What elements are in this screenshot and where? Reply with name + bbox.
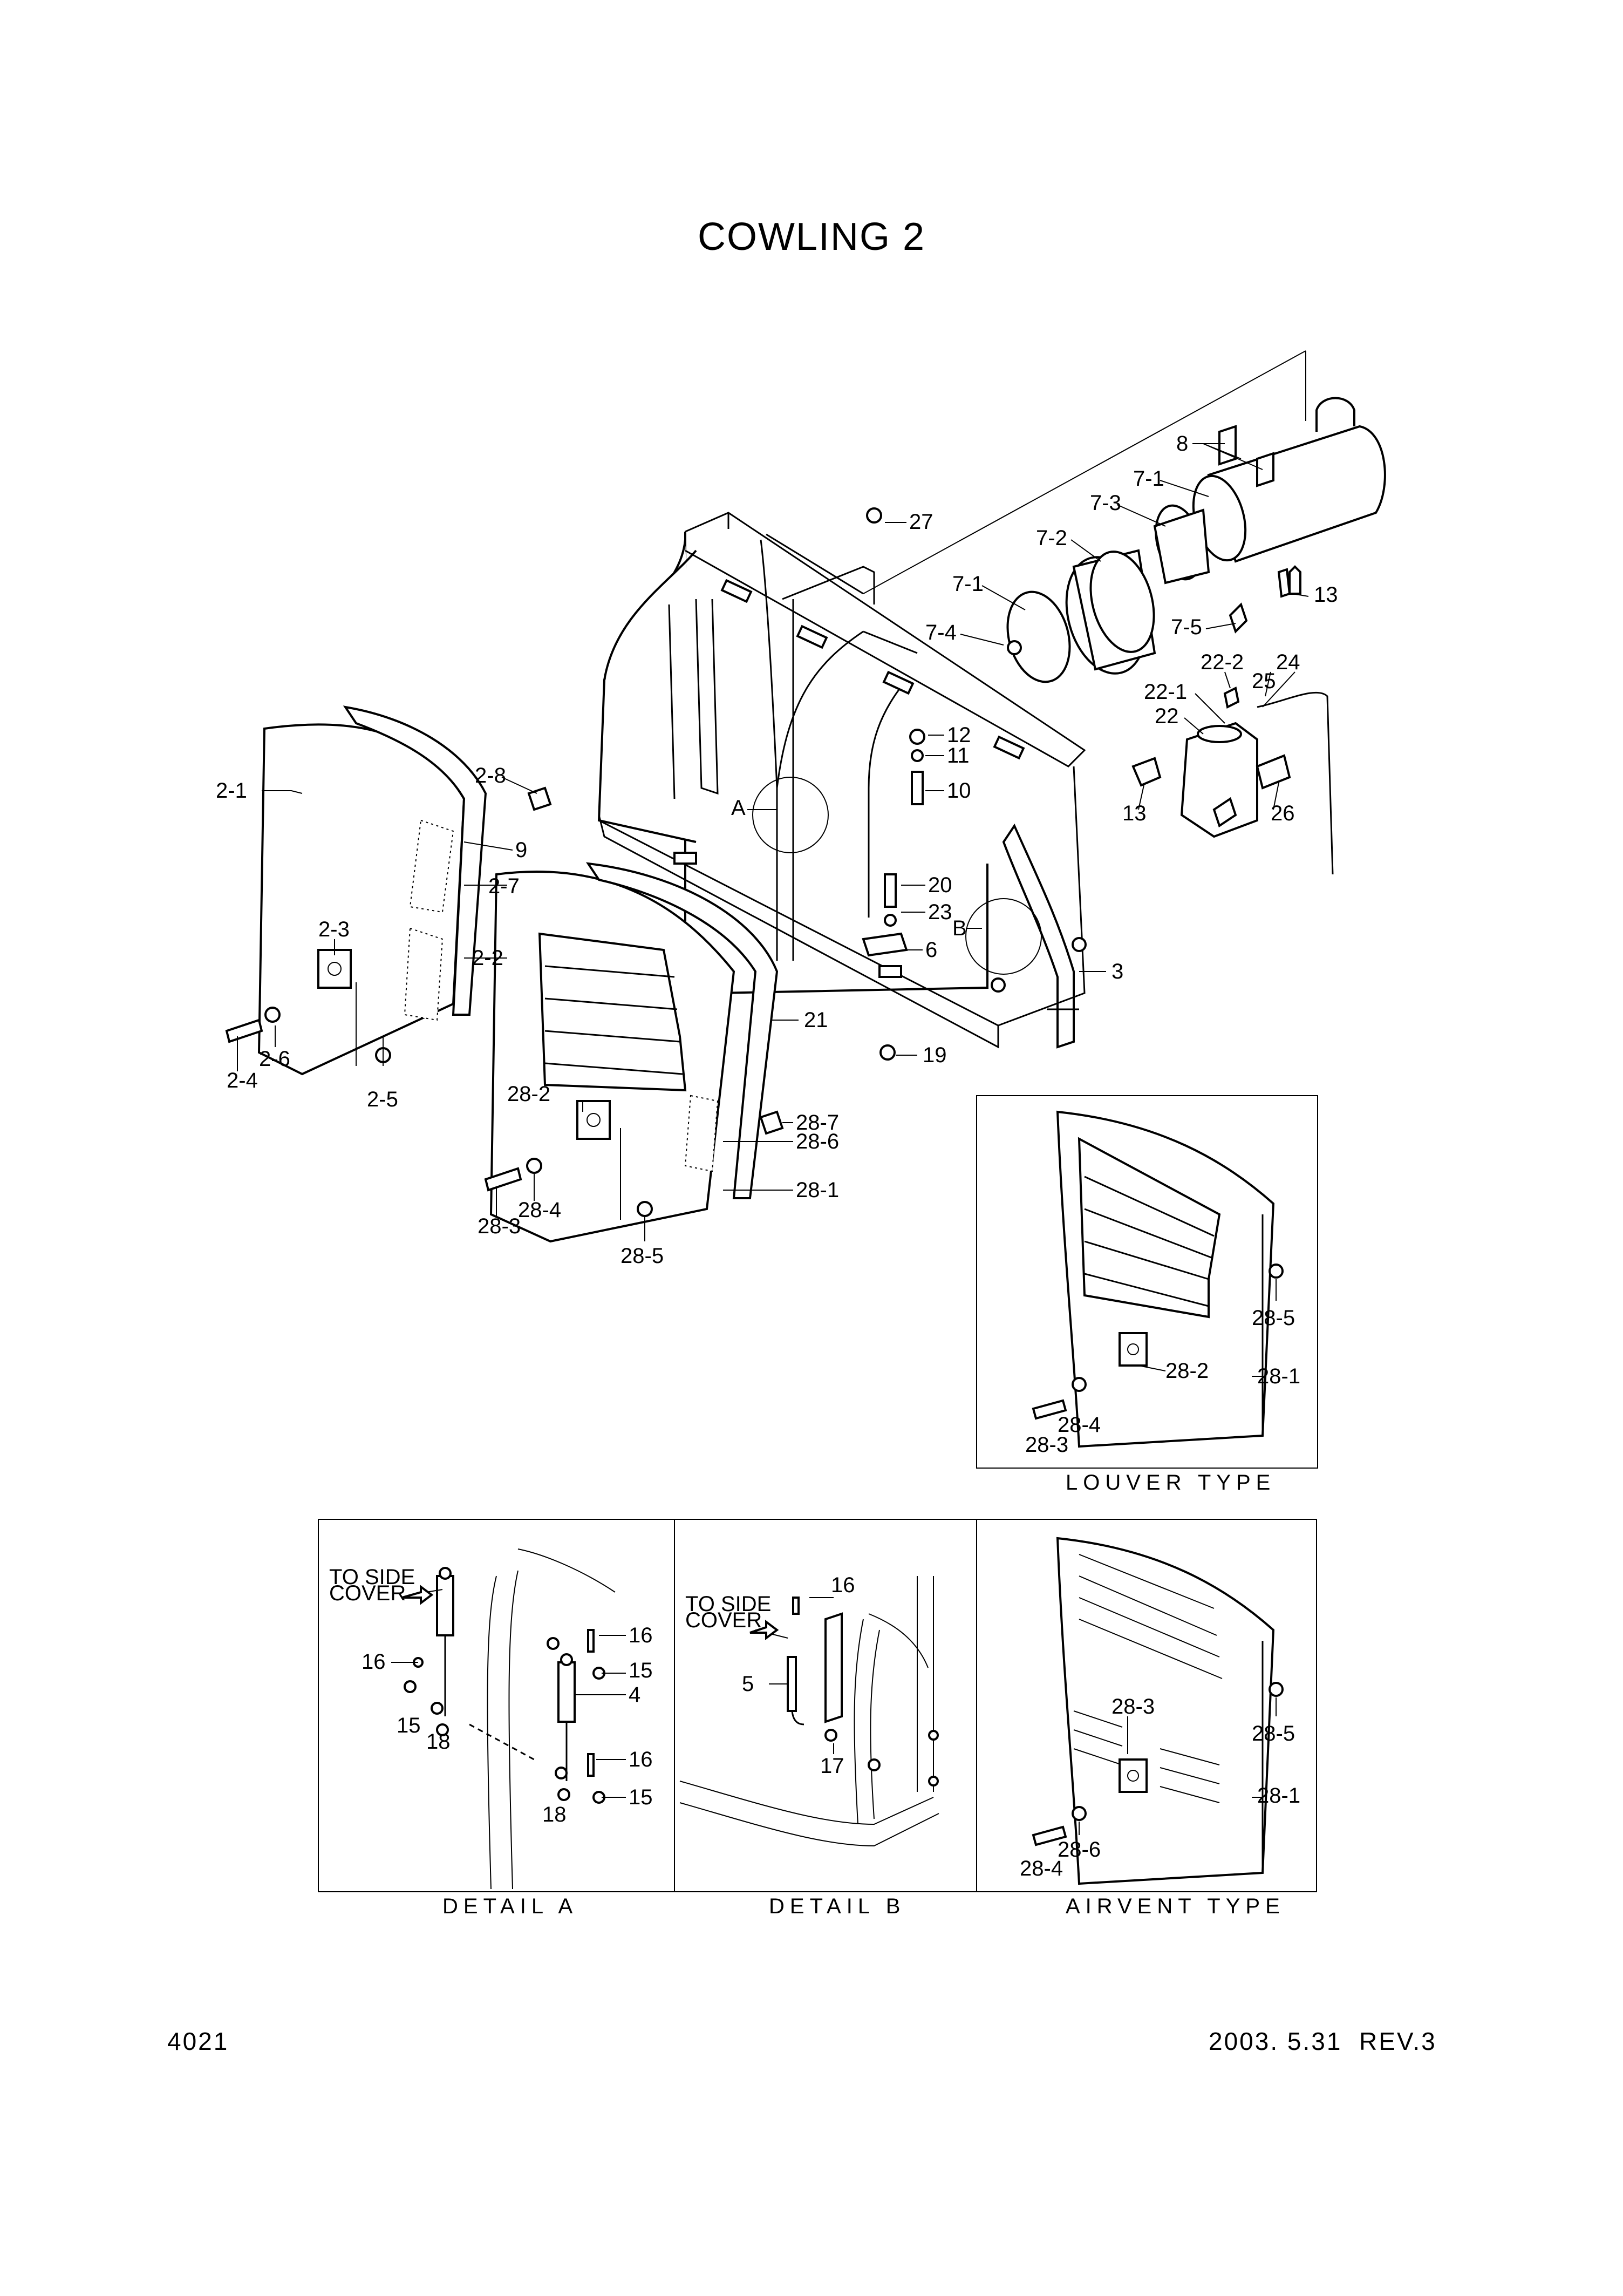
detail-a-callout-16-a: 16	[362, 1650, 386, 1674]
callout-21: 21	[804, 1008, 828, 1032]
detail-a-callout-18-b: 18	[542, 1803, 567, 1826]
revision-date: 2003. 5.31 REV.3	[1209, 2027, 1437, 2055]
detail-b-panel: TO SIDE COVER 16 5 17 DETAIL B	[679, 1573, 939, 1918]
callout-25: 25	[1252, 669, 1276, 693]
louver-callout-28-2: 28-2	[1165, 1359, 1209, 1383]
callout-2-7: 2-7	[488, 874, 520, 898]
callout-22: 22	[1155, 704, 1179, 728]
detail-a-caption: DETAIL A	[442, 1894, 578, 1918]
detail-a-to-side: TO SIDE	[329, 1565, 415, 1589]
leader-lines	[237, 443, 1309, 1241]
airvent-callout-28-4: 28-4	[1020, 1857, 1063, 1880]
airvent-callout-28-1: 28-1	[1257, 1784, 1300, 1808]
detail-a-callout-15-b: 15	[629, 1659, 653, 1682]
callout-B: B	[952, 916, 967, 940]
callout-28-4: 28-4	[518, 1198, 561, 1222]
detail-a-callout-18-a: 18	[426, 1730, 451, 1754]
detail-b-callout-16: 16	[831, 1573, 855, 1597]
air-cleaner-assembly	[863, 350, 1386, 683]
callout-28-3: 28-3	[478, 1214, 521, 1238]
detail-b-to-side: TO SIDE	[685, 1592, 771, 1616]
callout-7-5: 7-5	[1171, 615, 1202, 639]
detail-a-callout-16-b: 16	[629, 1623, 653, 1647]
callout-A: A	[731, 796, 746, 820]
main-callouts: 8 7-1 7-3 7-2 7-1 7-4 7-5 13 27 22-2 24 …	[216, 432, 1338, 1268]
detail-b-callout-5: 5	[742, 1672, 754, 1696]
callout-2-4: 2-4	[227, 1069, 258, 1092]
callout-2-3: 2-3	[318, 918, 350, 941]
louver-callout-28-1: 28-1	[1257, 1364, 1300, 1388]
callout-7-3: 7-3	[1090, 491, 1121, 515]
callout-22-1: 22-1	[1144, 680, 1187, 704]
detail-a-cover: COVER	[329, 1581, 406, 1605]
callout-6: 6	[925, 938, 937, 962]
callout-13-a: 13	[1314, 583, 1338, 607]
detail-a-callout-15-a: 15	[397, 1714, 421, 1737]
airvent-callout-28-3: 28-3	[1111, 1695, 1155, 1718]
page-number: 4021	[167, 2027, 229, 2055]
callout-10: 10	[947, 779, 971, 803]
airvent-callout-28-5: 28-5	[1252, 1722, 1295, 1745]
detail-a-panel: TO SIDE COVER 16 15 18 16 15 4 16 15 18 …	[329, 1548, 653, 1918]
airvent-callout-28-6: 28-6	[1058, 1838, 1101, 1862]
callout-7-1-b: 7-1	[952, 572, 984, 596]
detail-a-callout-15-c: 15	[629, 1785, 653, 1809]
detail-b-caption: DETAIL B	[769, 1894, 905, 1918]
callout-24: 24	[1276, 650, 1300, 674]
callout-22-2: 22-2	[1201, 650, 1244, 674]
callout-7-1-a: 7-1	[1133, 467, 1164, 491]
callout-12: 12	[947, 723, 971, 747]
detail-b-cover: COVER	[685, 1608, 762, 1632]
airvent-slots-lower	[1073, 1710, 1220, 1803]
callout-2-2: 2-2	[472, 946, 503, 970]
callout-20: 20	[928, 873, 952, 897]
callout-28-2: 28-2	[507, 1082, 550, 1106]
airvent-type-panel: 28-3 28-5 28-1 28-6 28-4 AIRVENT TYPE	[1020, 1537, 1300, 1918]
louver-type-inset: 28-5 28-2 28-1 28-4 28-3 LOUVER TYPE	[976, 1095, 1318, 1495]
callout-27: 27	[909, 510, 933, 534]
detail-a-callout-4: 4	[629, 1683, 640, 1707]
hardware-parts	[862, 507, 1291, 1061]
airvent-slots-upper	[1079, 1554, 1223, 1679]
page-title: COWLING 2	[697, 215, 926, 259]
airvent-type-caption: AIRVENT TYPE	[1066, 1894, 1285, 1918]
callout-13-b: 13	[1122, 801, 1147, 825]
reservoir-assembly	[1131, 687, 1334, 875]
callout-3: 3	[1111, 960, 1123, 983]
detail-panels	[318, 1519, 1317, 1892]
callout-28-7: 28-7	[796, 1111, 839, 1135]
callout-28-5: 28-5	[620, 1244, 664, 1268]
callout-19: 19	[923, 1043, 947, 1067]
callout-7-2: 7-2	[1036, 526, 1067, 550]
callout-2-5: 2-5	[367, 1088, 398, 1111]
callout-7-4: 7-4	[925, 621, 957, 644]
louver-callout-28-4: 28-4	[1058, 1413, 1101, 1437]
louver-callout-28-5: 28-5	[1252, 1306, 1295, 1330]
detail-b-callout-17: 17	[820, 1754, 844, 1778]
callout-8: 8	[1176, 432, 1188, 456]
callout-26: 26	[1271, 801, 1295, 825]
callout-2-1: 2-1	[216, 779, 247, 803]
callout-9: 9	[515, 838, 527, 862]
louver-type-caption: LOUVER TYPE	[1066, 1471, 1276, 1495]
callout-2-6: 2-6	[259, 1047, 290, 1071]
callout-23: 23	[928, 900, 952, 924]
callout-2-8: 2-8	[475, 764, 506, 787]
detail-a-callout-16-c: 16	[629, 1748, 653, 1771]
callout-28-1: 28-1	[796, 1178, 839, 1202]
callout-28-6: 28-6	[796, 1130, 839, 1153]
louver-callout-28-3: 28-3	[1025, 1433, 1068, 1457]
front-cover-21-assembly	[484, 862, 784, 1243]
callout-11: 11	[947, 744, 970, 767]
